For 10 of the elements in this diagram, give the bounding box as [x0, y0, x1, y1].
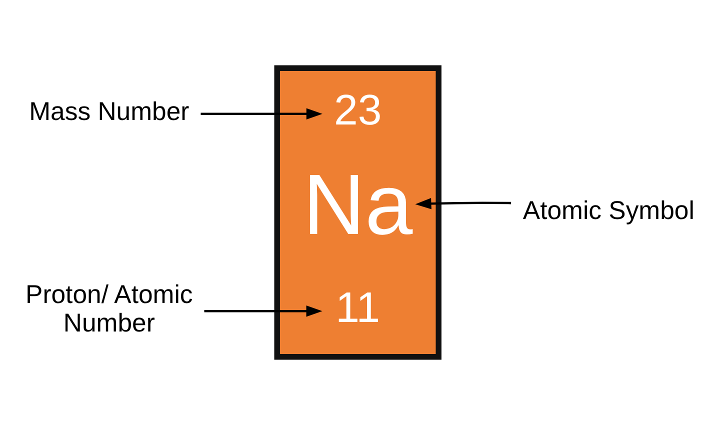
arrow	[200, 108, 322, 120]
arrow	[204, 306, 322, 317]
arrow	[415, 198, 512, 210]
node-text: Mass Number	[29, 98, 190, 126]
node-text: Proton/ Atomic Number	[26, 281, 193, 338]
node-text: 23	[334, 86, 382, 135]
cluster	[274, 65, 442, 360]
node-text: Na	[303, 156, 413, 253]
node-text: Atomic Symbol	[522, 196, 694, 225]
node-text: 11	[336, 284, 380, 332]
